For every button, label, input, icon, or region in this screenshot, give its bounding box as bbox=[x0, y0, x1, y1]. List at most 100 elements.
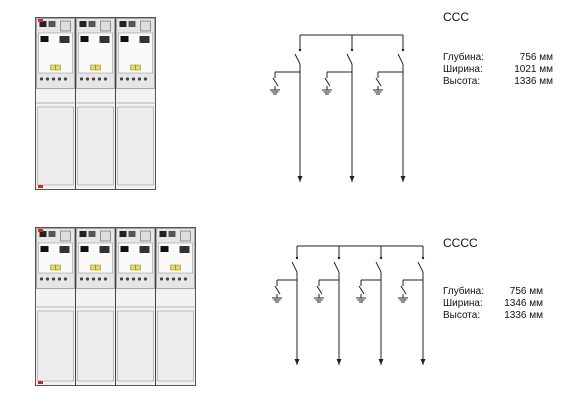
cable-door bbox=[37, 106, 74, 186]
label-plate bbox=[120, 246, 129, 252]
control-knob bbox=[125, 277, 130, 281]
cable-door bbox=[117, 310, 154, 382]
disconnector-contact bbox=[295, 256, 299, 260]
spec-value: 1336 мм bbox=[514, 76, 553, 87]
indicator-block bbox=[119, 231, 127, 237]
spec-value: 1336 мм bbox=[504, 310, 543, 321]
spec-label: Ширина: bbox=[443, 64, 483, 75]
brand-logo bbox=[38, 229, 43, 232]
earthing-switch-blade bbox=[400, 285, 407, 295]
label-plate bbox=[120, 36, 129, 42]
spec-label: Ширина: bbox=[443, 298, 483, 309]
label-plate bbox=[80, 36, 89, 42]
control-knob bbox=[91, 277, 96, 281]
earthing-switch-blade bbox=[375, 77, 382, 87]
indicator-block bbox=[79, 21, 87, 27]
control-knob bbox=[165, 277, 170, 281]
spec-label: Высота: bbox=[443, 310, 481, 321]
earthing-switch-blade bbox=[274, 285, 281, 295]
indicator-block bbox=[39, 21, 47, 27]
spec-value: 756 мм bbox=[519, 52, 553, 63]
cable-door bbox=[77, 106, 114, 186]
spec-value: 1021 мм bbox=[514, 64, 553, 75]
earthing-switch-blade bbox=[272, 77, 279, 87]
spec-row-depth: Глубина: 756 мм bbox=[443, 52, 553, 64]
spec-label: Высота: bbox=[443, 76, 481, 87]
control-knob bbox=[97, 277, 102, 281]
cabinet-panel bbox=[75, 17, 115, 190]
feeder-2 bbox=[322, 35, 355, 182]
control-knob bbox=[57, 277, 62, 281]
spec-label: Глубина: bbox=[443, 286, 484, 297]
control-knob bbox=[91, 77, 96, 81]
indicator-block bbox=[88, 21, 96, 27]
switchgear-cabinet-3-panel bbox=[35, 17, 156, 190]
outgoing-arrow bbox=[349, 176, 355, 182]
single-line-diagram-3-feeder bbox=[270, 34, 406, 182]
single-line-diagram-4-feeder bbox=[272, 245, 426, 365]
spec-label: Глубина: bbox=[443, 52, 484, 63]
control-knob bbox=[63, 77, 68, 81]
cabinet-panel bbox=[36, 228, 75, 382]
indicator-block bbox=[48, 231, 56, 237]
disconnector-contact bbox=[401, 48, 405, 52]
brand-logo bbox=[38, 185, 43, 188]
feeder-3 bbox=[356, 246, 384, 365]
switch-blade bbox=[346, 53, 353, 65]
switch-blade bbox=[333, 261, 340, 273]
label-plate bbox=[160, 246, 169, 252]
config-title: CCCC bbox=[443, 236, 478, 250]
switch-blade bbox=[417, 261, 424, 273]
yellow-indicator bbox=[135, 264, 141, 271]
spec-row-height: Высота: 1336 мм bbox=[443, 310, 543, 322]
indicator-block bbox=[128, 231, 136, 237]
control-knob bbox=[39, 277, 44, 281]
control-knob bbox=[63, 277, 68, 281]
spec-row-width: Ширина: 1346 мм bbox=[443, 298, 543, 310]
feeder-2 bbox=[314, 246, 342, 365]
cabinet-panel bbox=[115, 227, 155, 386]
gauge bbox=[60, 230, 71, 242]
control-knob bbox=[143, 77, 148, 81]
control-knob bbox=[119, 277, 124, 281]
label-plate bbox=[99, 36, 110, 43]
yellow-indicator bbox=[95, 64, 101, 71]
disconnector-contact bbox=[421, 256, 425, 260]
indicator-block bbox=[48, 21, 56, 27]
control-knob bbox=[45, 277, 50, 281]
indicator-block bbox=[168, 231, 176, 237]
yellow-indicator bbox=[135, 64, 141, 71]
yellow-indicator bbox=[55, 64, 61, 71]
control-knob bbox=[159, 277, 164, 281]
indicator-block bbox=[88, 231, 96, 237]
brand-logo bbox=[38, 19, 43, 22]
switchgear-cabinet-4-panel bbox=[35, 227, 196, 386]
spec-row-depth: Глубина: 756 мм bbox=[443, 286, 543, 298]
config-title: CCC bbox=[443, 10, 469, 24]
yellow-indicator bbox=[90, 264, 96, 271]
control-knob bbox=[131, 277, 136, 281]
switch-blade bbox=[397, 53, 404, 65]
earthing-switch-blade bbox=[358, 285, 365, 295]
feeder-4 bbox=[398, 246, 426, 365]
indicator-block bbox=[128, 21, 136, 27]
cable-door bbox=[157, 310, 194, 382]
gauge bbox=[100, 230, 111, 242]
yellow-indicator bbox=[95, 264, 101, 271]
gauge bbox=[100, 20, 111, 32]
feeder-3 bbox=[373, 35, 406, 182]
label-plate bbox=[59, 246, 70, 253]
disconnector-contact bbox=[298, 48, 302, 52]
outgoing-arrow bbox=[400, 176, 406, 182]
cabinet-panel bbox=[155, 227, 195, 386]
earthing-switch-blade bbox=[316, 285, 323, 295]
switch-blade bbox=[294, 53, 301, 65]
control-knob bbox=[51, 277, 56, 281]
cable-door bbox=[117, 106, 154, 186]
outgoing-arrow bbox=[336, 359, 342, 365]
earthing-switch-blade bbox=[324, 77, 331, 87]
control-knob bbox=[137, 277, 142, 281]
outgoing-arrow bbox=[378, 359, 384, 365]
control-knob bbox=[79, 77, 84, 81]
feeder-1 bbox=[270, 35, 303, 182]
